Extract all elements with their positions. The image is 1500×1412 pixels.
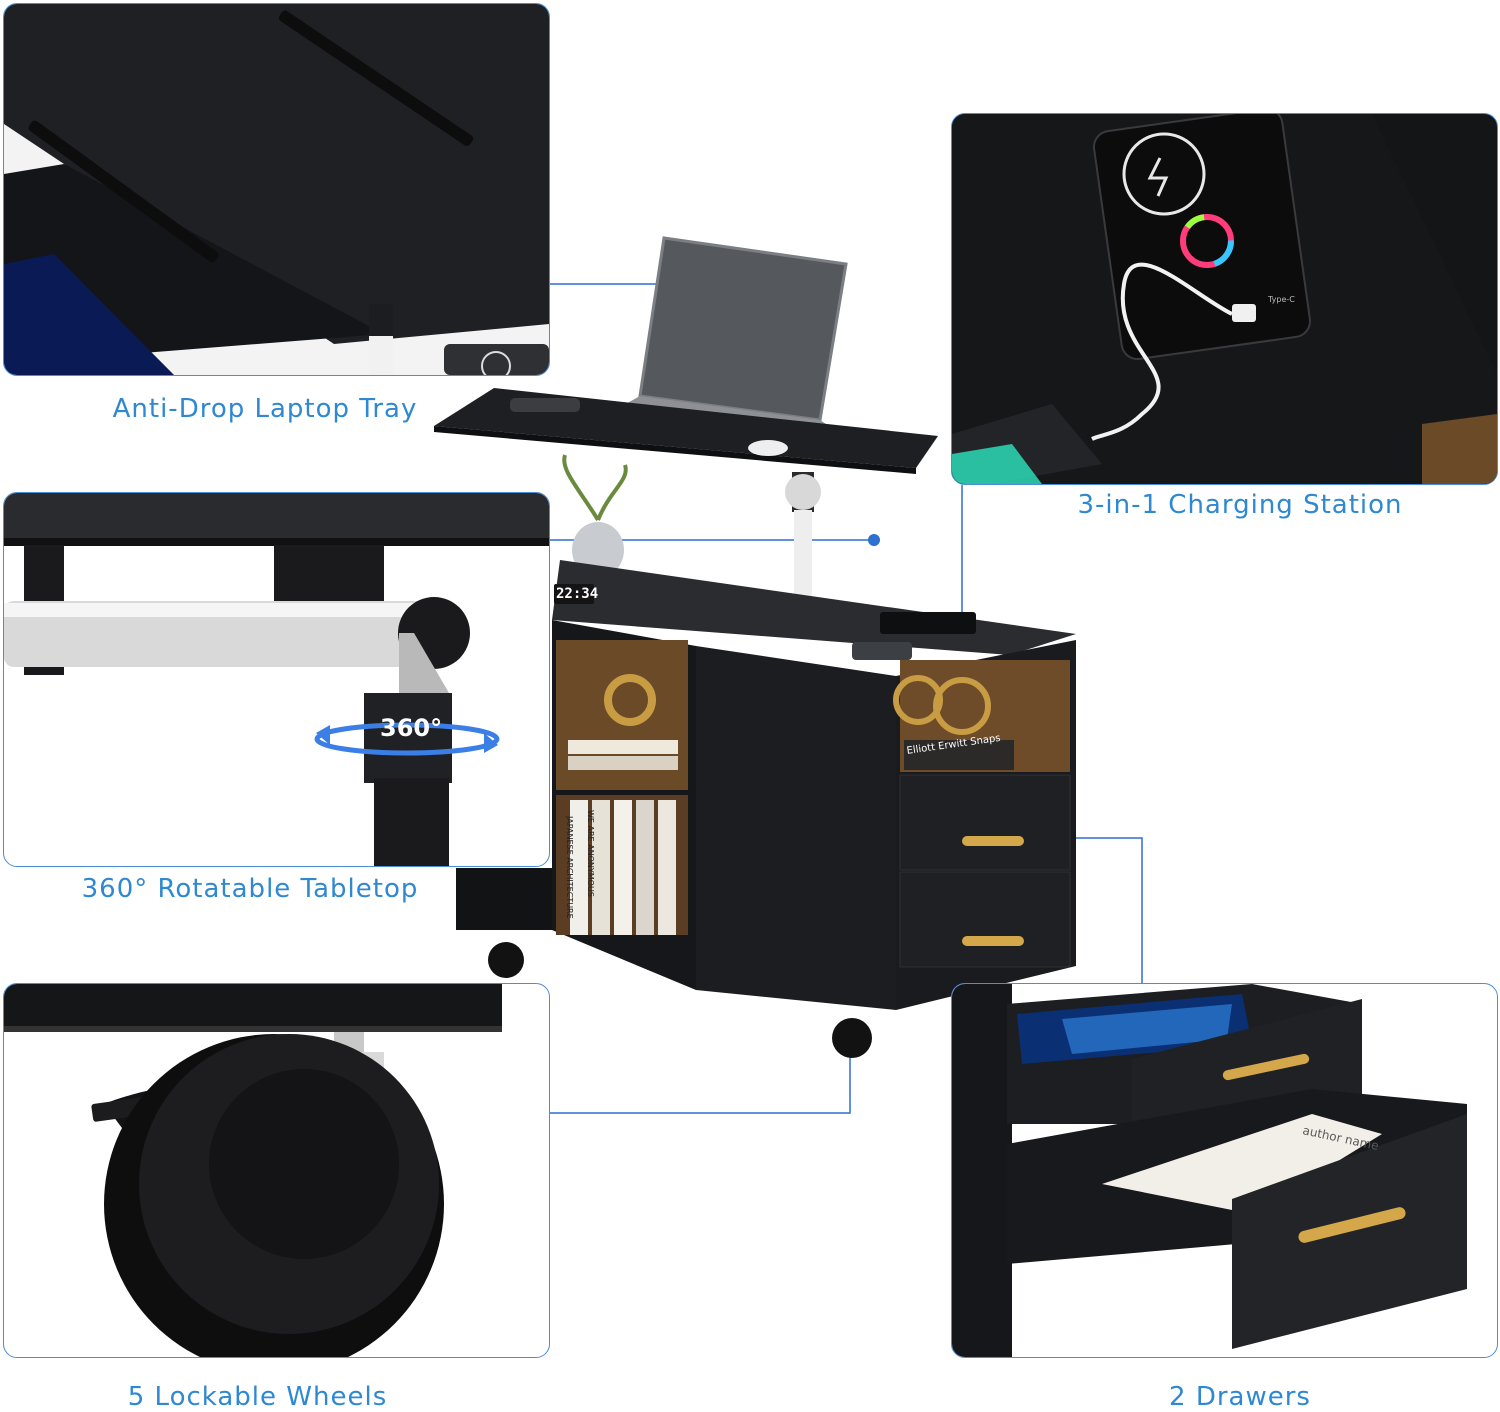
book-anonymous: WE ARE ANONYMOUS [586, 810, 595, 897]
laptop-tray-closeup-panel [3, 3, 550, 376]
caption-laptop-tray: Anti-Drop Laptop Tray [112, 394, 418, 424]
wireless-charging-icon [481, 351, 511, 375]
wireless-charging-icon [1122, 132, 1206, 216]
charging-station-closeup: Type-C [952, 114, 1497, 484]
cabinet-drawers [899, 774, 1071, 968]
laptop-tray [434, 388, 938, 474]
rotation-closeup-panel: 360° [3, 492, 550, 867]
drawers-closeup-panel: author name [951, 983, 1498, 1358]
smartphone [952, 404, 1102, 484]
laptop [600, 236, 848, 432]
type-c-label: Type-C [1267, 295, 1295, 304]
wheel-closeup [4, 984, 502, 1357]
caption-rotatable: 360° Rotatable Tabletop [81, 874, 419, 904]
caption-drawers: 2 Drawers [1169, 1382, 1311, 1412]
rainbow-light-button-icon [1180, 214, 1234, 268]
rotation-badge: 360° [380, 714, 442, 742]
book-architecture: JAPANESE ARCHITECTURE [565, 816, 574, 919]
caption-wheels: 5 Lockable Wheels [127, 1382, 388, 1412]
rotation-arrow-icon [314, 722, 500, 756]
charging-station-panel: Type-C [951, 113, 1498, 485]
laptop-tray-closeup [4, 4, 549, 375]
usb-port-icon [1232, 304, 1256, 322]
clock-display: 22:34 [556, 586, 599, 602]
plant-vase [562, 454, 628, 578]
wheel-closeup-panel [3, 983, 550, 1358]
caption-charging: 3-in-1 Charging Station [1077, 490, 1403, 520]
rotation-closeup: 360° [4, 493, 549, 866]
shelf-books [568, 674, 678, 935]
drawers-closeup: author name [952, 984, 1467, 1357]
